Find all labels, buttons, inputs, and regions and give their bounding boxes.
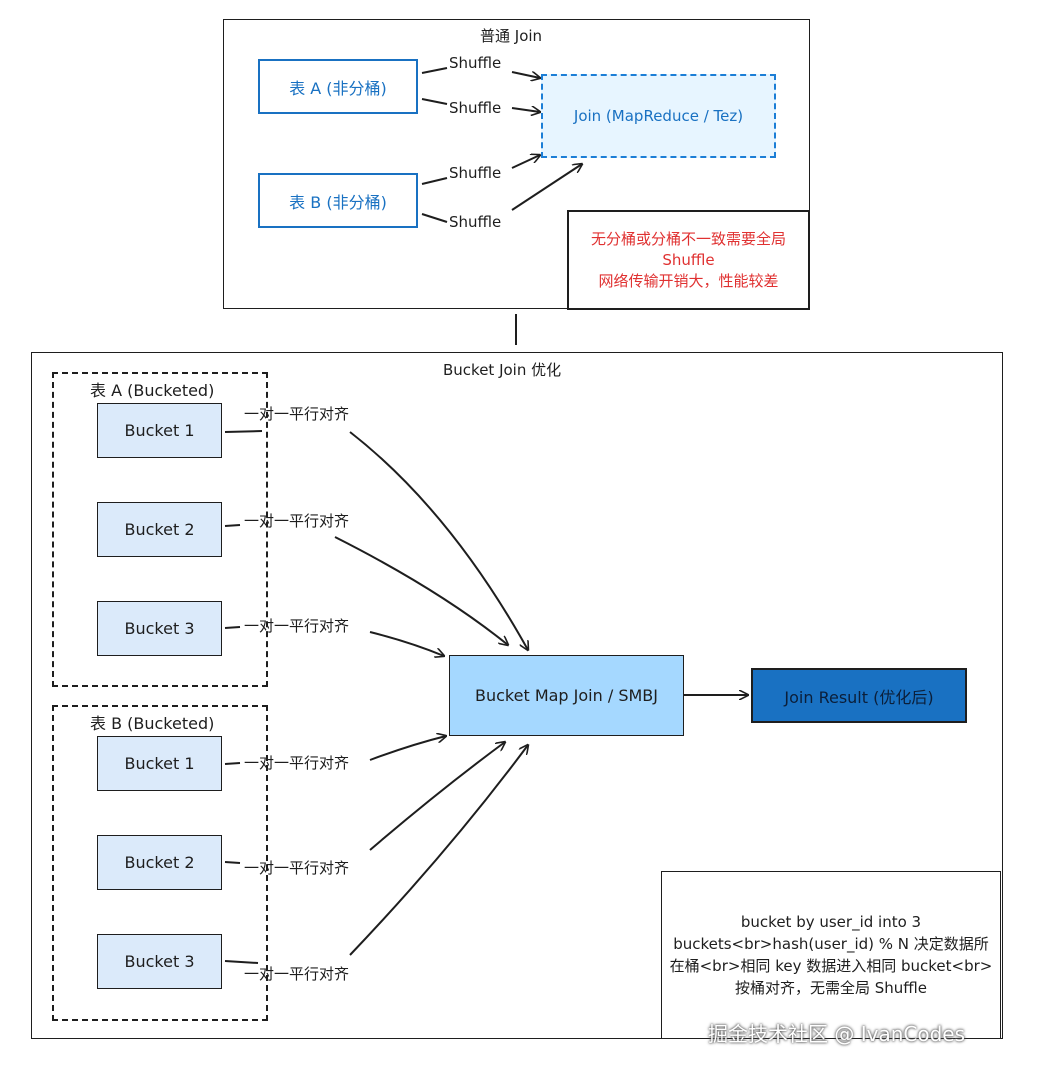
edge-b2-stub (224, 861, 241, 864)
edge-b-shuffle-2-arrow (511, 164, 582, 211)
table-b-bucket-3: Bucket 3 (97, 934, 222, 989)
edge-a-shuffle-1 (421, 67, 448, 74)
edge-b-shuffle-2 (421, 213, 448, 223)
shuffle-label-2: Shuffle (449, 99, 502, 117)
edge-b1-stub (224, 762, 241, 765)
edge-a-shuffle-2 (421, 98, 448, 105)
edge-a1-stub (224, 430, 263, 433)
edge-a-shuffle-1-arrow (511, 71, 540, 78)
bucketing-note: bucket by user_id into 3 buckets<br>hash… (661, 871, 1001, 1039)
bucketing-note-text: bucket by user_id into 3 buckets<br>hash… (669, 913, 993, 997)
edge-a2-stub (224, 524, 241, 527)
edge-label-a2: 一对一平行对齐 (244, 512, 350, 530)
edge-label-b3: 一对一平行对齐 (244, 965, 350, 983)
join-engine-node: Join (MapReduce / Tez) (541, 74, 776, 158)
edge-a1 (349, 431, 528, 650)
edge-label-a1: 一对一平行对齐 (244, 405, 350, 423)
table-a-bucket-2: Bucket 2 (97, 502, 222, 557)
shuffle-label-1: Shuffle (449, 54, 502, 72)
edge-a3-stub (224, 626, 241, 629)
watermark: 掘金技术社区 @ IvanCodes (708, 1022, 966, 1046)
bucket-join-title: Bucket Join 优化 (443, 361, 562, 379)
join-result-node: Join Result (优化后) (751, 668, 967, 723)
normal-join-title: 普通 Join (480, 27, 543, 45)
shuffle-label-3: Shuffle (449, 164, 502, 182)
edge-b-shuffle-1 (421, 177, 448, 185)
table-a-bucketed-group (52, 372, 268, 687)
shuffle-cost-note: 无分桶或分桶不一致需要全局 Shuffle 网络传输开销大，性能较差 (567, 210, 810, 310)
table-a-node: 表 A (非分桶) (258, 59, 418, 114)
table-a-bucket-3: Bucket 3 (97, 601, 222, 656)
shuffle-cost-note-text: 无分桶或分桶不一致需要全局 Shuffle 网络传输开销大，性能较差 (590, 229, 786, 290)
bucket-join-frame (31, 352, 1003, 1039)
edge-b-shuffle-1-arrow (511, 155, 540, 169)
edge-b1 (369, 736, 446, 761)
edge-a2 (334, 536, 508, 645)
edge-a3 (369, 631, 444, 656)
table-b-node: 表 B (非分桶) (258, 173, 418, 228)
edge-b3-stub (224, 960, 259, 964)
table-b-bucket-1: Bucket 1 (97, 736, 222, 791)
table-a-bucketed-title: 表 A (Bucketed) (90, 381, 215, 400)
edge-b2 (369, 742, 505, 851)
edge-label-b2: 一对一平行对齐 (244, 859, 350, 877)
table-b-bucket-2: Bucket 2 (97, 835, 222, 890)
edge-label-b1: 一对一平行对齐 (244, 754, 350, 772)
bucket-map-join-node: Bucket Map Join / SMBJ (449, 655, 684, 736)
edge-b3 (349, 745, 528, 956)
shuffle-label-4: Shuffle (449, 213, 502, 231)
edge-label-a3: 一对一平行对齐 (244, 617, 350, 635)
table-b-bucketed-title: 表 B (Bucketed) (90, 714, 215, 733)
table-a-bucket-1: Bucket 1 (97, 403, 222, 458)
normal-join-frame (223, 19, 810, 309)
edge-a-shuffle-2-arrow (511, 108, 540, 112)
table-b-bucketed-group (52, 705, 268, 1021)
